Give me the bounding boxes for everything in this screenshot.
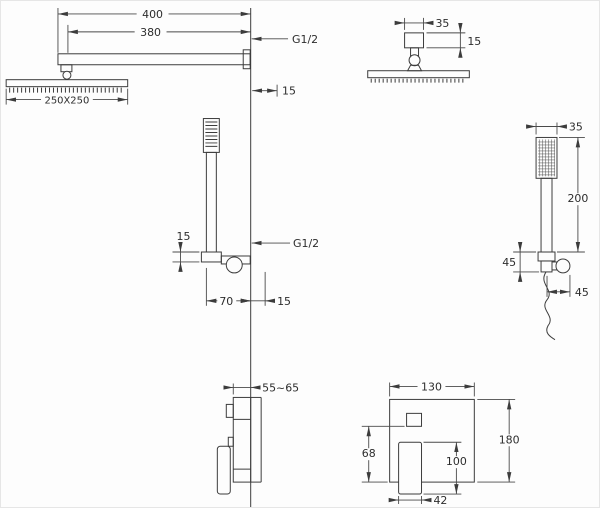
dim-arm-width-35: 35 — [394, 17, 449, 30]
thread-label-mid: G1/2 — [293, 237, 319, 250]
shower-head-plate-side — [367, 70, 470, 79]
label-thread-top: G1/2 — [251, 33, 318, 46]
dim-holder-depth-45: 45 — [546, 274, 589, 299]
thread-label-top: G1/2 — [292, 33, 318, 46]
lever-neck — [227, 436, 234, 447]
dim-holder-70: 70 — [205, 267, 266, 308]
dim-label-15-wall: 15 — [282, 85, 296, 98]
wall-escutcheon — [242, 49, 251, 70]
dim-depth-55-65: 55~65 — [223, 381, 299, 394]
dim-label-45-depth: 45 — [575, 286, 589, 299]
dim-label-42: 42 — [433, 494, 447, 507]
dim-arm-400: 400 — [57, 8, 251, 53]
dim-hand-width-35: 35 — [526, 120, 583, 135]
dim-label-15-wall-mid: 15 — [277, 295, 291, 308]
diverter-button — [406, 412, 423, 427]
hand-shower-handle — [205, 151, 217, 253]
holder-neck — [540, 260, 553, 273]
dim-label-15-arm-side: 15 — [467, 35, 481, 48]
view-hand-shower-side — [535, 136, 571, 341]
lever-handle-front — [398, 441, 423, 495]
dim-arm-thickness-15: 15 — [252, 85, 296, 98]
dim-handle-100: 100 — [423, 441, 469, 495]
dim-label-head-size: 250X250 — [45, 96, 90, 107]
view-mixer-front — [389, 398, 475, 495]
holder-joint — [555, 258, 571, 274]
dim-label-380: 380 — [140, 26, 161, 39]
dim-arm-thick-15-side: 15 — [426, 22, 481, 58]
view-rain-shower-front — [5, 49, 251, 93]
dim-label-100: 100 — [446, 455, 467, 468]
dim-label-200: 200 — [567, 192, 588, 205]
diverter-side — [225, 403, 234, 418]
arm-connector — [60, 64, 73, 73]
ball-joint-side — [408, 54, 421, 67]
dim-label-45-height: 45 — [502, 256, 516, 269]
dim-label-35-arm: 35 — [435, 17, 449, 30]
dim-holder-15: 15 — [172, 230, 200, 272]
view-hand-shower-front — [200, 118, 251, 274]
dim-label-35-hand: 35 — [569, 120, 583, 133]
holder-cup-side — [537, 251, 556, 262]
ball-joint — [62, 70, 72, 80]
shower-head-plate — [5, 79, 129, 88]
arm-cross-section — [404, 32, 425, 49]
bracket-joint — [225, 256, 243, 274]
hand-shower-handle-side — [540, 177, 553, 253]
view-mixer-side — [216, 396, 262, 495]
dim-label-55-65: 55~65 — [262, 381, 299, 394]
dim-handle-42: 42 — [388, 494, 447, 507]
lever-handle-side — [216, 445, 231, 495]
dim-plate-130: 130 — [389, 380, 475, 397]
dim-button-68: 68 — [357, 425, 405, 483]
shower-arm — [57, 53, 251, 66]
spray-face-hatch — [538, 139, 555, 177]
dim-label-400: 400 — [142, 8, 163, 21]
dim-label-15-holder: 15 — [176, 230, 190, 243]
dim-plate-180: 180 — [477, 398, 522, 483]
dim-label-130: 130 — [421, 380, 442, 393]
dim-hand-length-200: 200 — [556, 137, 589, 253]
view-rain-shower-side — [367, 32, 470, 83]
label-thread-mid: G1/2 — [251, 237, 319, 250]
shower-hose — [543, 271, 556, 341]
dim-label-180: 180 — [499, 433, 520, 446]
valve-plate — [389, 398, 475, 483]
dim-head-250x250: 250X250 — [5, 88, 129, 107]
dim-arm-380: 380 — [67, 24, 251, 53]
dim-label-70: 70 — [219, 295, 233, 308]
dim-label-68: 68 — [362, 447, 376, 460]
dim-holder-height-45: 45 — [502, 242, 540, 282]
dim-wall-15: 15 — [240, 295, 291, 308]
holder-cup — [200, 251, 222, 263]
